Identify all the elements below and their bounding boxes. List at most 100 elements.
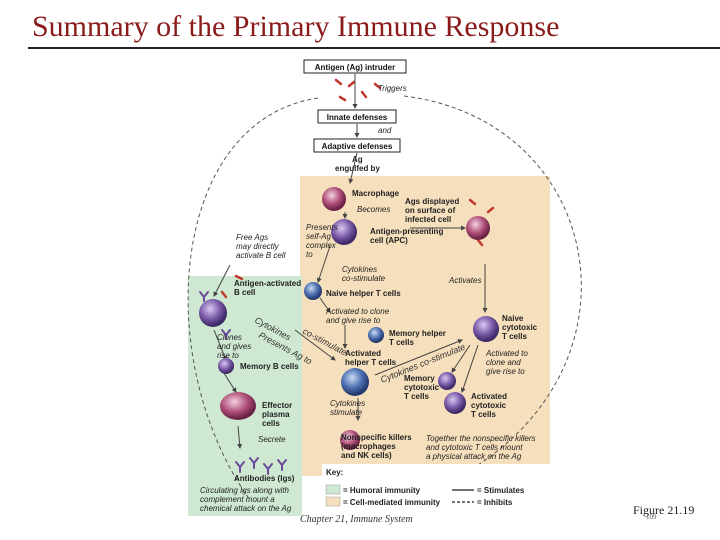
label-nonspecific-2: (macrophages [341,442,396,451]
label-activated-cyto-3: T cells [471,410,496,419]
label-memory-b: Memory B cells [240,362,299,371]
flow-arrows [213,74,488,449]
memory-helper-cell [368,327,384,343]
label-memory-cyto-1: Memory [404,374,435,383]
label-ags-displayed-1: Ags displayed [405,197,459,206]
label-naive-cyto-2: cytotoxic [502,323,538,332]
page-number: 109 [646,513,657,521]
label-becomes: Becomes [357,205,390,214]
legend-bg [322,464,550,516]
antibody-glyphs [199,291,287,475]
adaptive-box [313,138,401,153]
label-free-ags-2: may directly [236,242,280,251]
label-apc-2: cell (APC) [370,236,408,245]
figure-number: Figure 21.19 [633,503,695,517]
label-antibodies: Antibodies (Igs) [234,474,295,483]
label-naive-cyto-3: T cells [502,332,527,341]
label-naive-cyto-1: Naive [502,314,524,323]
naive-helper-cell [304,282,322,300]
infected-cell [466,216,490,240]
label-presents-4: to [306,250,313,259]
label-presents-1: Presents [306,223,338,232]
legend-stimulates-label: = Stimulates [477,486,525,495]
legend-cell-swatch [325,496,341,507]
label-activated-to-2: clone and [486,358,521,367]
label-cyto-costim-2: co-stimulate [342,274,386,283]
antigen-box-label: Antigen (Ag) intruder [315,63,395,72]
label-activated-to-1: Activated to [485,349,528,358]
nonspecific-killer-cell [340,430,360,450]
antigen-particles [220,78,495,299]
label-and: and [378,126,392,135]
activated-helper-cell [341,368,369,396]
memory-cytotoxic-cell [438,372,456,390]
label-circulating-3: chemical attack on the Ag [200,504,292,513]
label-circulating-1: Circulating Igs along with [200,486,289,495]
label-effector-1: Effector [262,401,292,410]
legend-humoral-swatch [325,484,341,495]
label-ag: Ag [352,155,363,164]
label-nonspecific-3: and NK cells) [341,451,392,460]
label-apc-1: Antigen-presenting [370,227,443,236]
slide-title: Summary of the Primary Immune Response [32,10,560,43]
label-cyto-stim-1: Cytokines [330,399,365,408]
label-presents-2: self-Ag [306,232,331,241]
naive-cytotoxic-cell [473,316,499,342]
label-together-3: a physical attack on the Ag [426,452,522,461]
label-memory-helper-2: T cells [389,338,414,347]
chapter-footer: Chapter 21, Immune System [300,514,413,525]
legend-humoral-label: = Humoral immunity [343,486,421,495]
outer-loop-right [403,95,582,471]
label-nonspecific-1: Nonspecific killers [341,433,412,442]
label-memory-cyto-2: cytotoxic [404,383,440,392]
label-activated-helper-2: helper T cells [345,358,397,367]
label-presents-3: complex [306,241,337,250]
label-clones-1: Clones [217,333,242,342]
label-engulfed: engulfed by [335,164,380,173]
label-clones-3: rise to [217,351,239,360]
label-ag-activated-b-1: Antigen-activated [234,279,301,288]
label-cyto-costim-1: Cytokines [342,265,377,274]
title-underline [28,47,720,49]
label-together-2: and cytotoxic T cells mount [426,443,523,452]
label-cyto-stim-2: stimulate [330,408,363,417]
label-macrophage: Macrophage [352,189,400,198]
label-ags-displayed-2: on surface of [405,206,456,215]
legend-cell-label: = Cell-mediated immunity [343,498,441,507]
cells [199,187,499,450]
label-together-1: Together the nonspecific killers [426,434,536,443]
activated-cytotoxic-cell [444,392,466,414]
plasma-cell [220,392,256,420]
label-activated-helper-1: Activated [345,349,381,358]
label-circulating-2: complement mount a [200,495,275,504]
label-ag-activated-b-2: B cell [234,288,255,297]
label-memory-cyto-3: T cells [404,392,429,401]
label-memory-helper-1: Memory helper [389,329,446,338]
adaptive-box-label: Adaptive defenses [322,142,393,151]
legend-inhibits-label: = Inhibits [477,498,513,507]
label-activated-cyto-1: Activated [471,392,507,401]
label-activated-cyto-2: cytotoxic [471,401,507,410]
label-free-ags-1: Free Ags [236,233,268,242]
label-activates: Activates [448,276,481,285]
apc-cell [331,219,357,245]
label-triggers: Triggers [378,84,407,93]
legend: Key: = Humoral immunity = Cell-mediated … [322,464,550,516]
label-ags-displayed-3: infected cell [405,215,451,224]
legend-title: Key: [326,468,343,477]
macrophage-cell [322,187,346,211]
label-activated-to-3: give rise to [486,367,525,376]
label-free-ags-3: activate B cell [236,251,286,260]
b-cell [199,299,227,327]
memory-b-cell [218,358,234,374]
label-activated-clone-2: and give rise to [326,316,381,325]
label-activated-clone-1: Activated to clone [325,307,390,316]
label-effector-2: plasma [262,410,290,419]
label-secrete: Secrete [258,435,286,444]
innate-box [317,109,397,124]
innate-box-label: Innate defenses [327,113,388,122]
outer-loop-left [187,97,319,501]
label-clones-2: and gives [217,342,251,351]
label-effector-3: cells [262,419,280,428]
